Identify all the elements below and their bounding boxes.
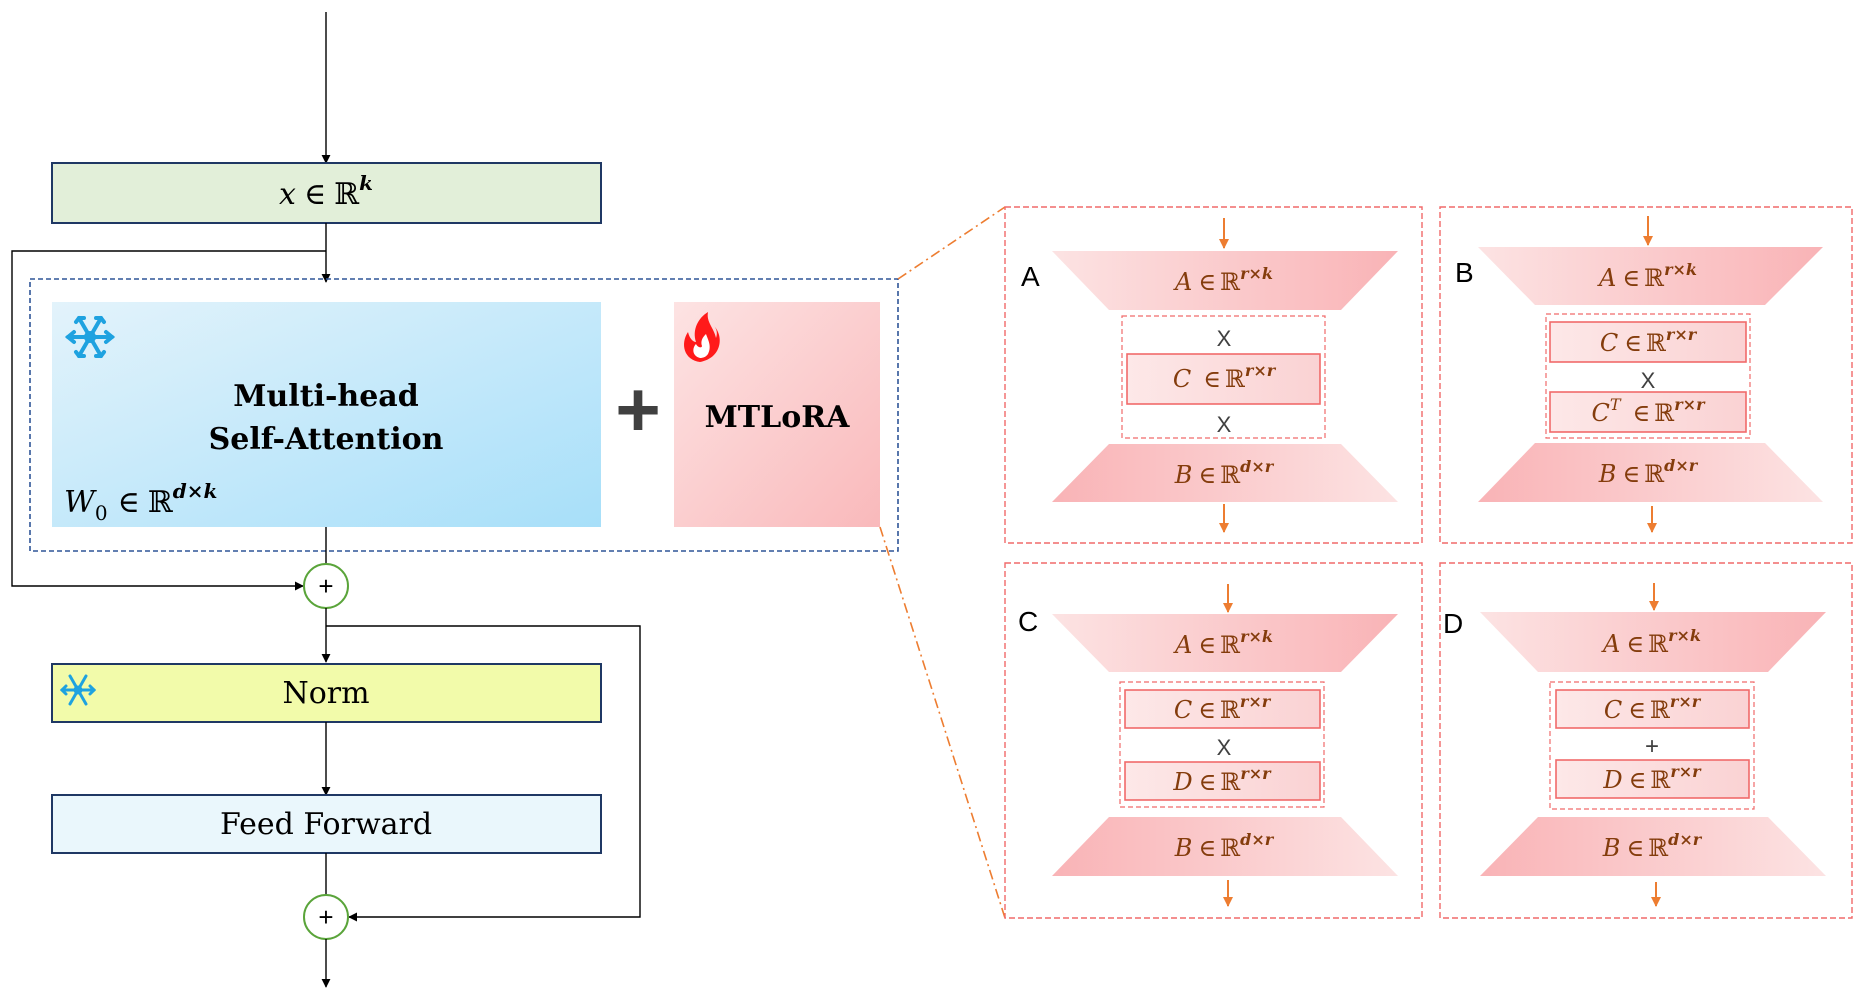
lora-c-box	[1555, 689, 1750, 729]
core-group-frame	[1545, 313, 1751, 439]
lora-a-label: A∈ℝr×k	[1173, 627, 1273, 659]
panel-letter: B	[1455, 257, 1474, 288]
lora-a-trapezoid	[1052, 614, 1398, 672]
panel-letter: A	[1021, 261, 1040, 292]
lora-d-label: D∈ℝr×r	[1172, 764, 1272, 796]
mhsa-title-line1: Multi-head	[233, 379, 418, 414]
mtlora-label: MTLoRA	[705, 400, 851, 435]
lora-a-label: A∈ℝr×k	[1173, 264, 1273, 296]
lora-a-trapezoid	[1052, 251, 1398, 310]
plus-symbol: +	[1645, 733, 1659, 760]
add-node-1-symbol: +	[318, 571, 333, 601]
panel-letter: C	[1018, 606, 1038, 637]
lora-b-label: B∈ℝd×r	[1174, 457, 1275, 489]
panel-letter: D	[1443, 608, 1463, 639]
add-lora-plus: +	[615, 365, 661, 453]
lora-c-label: C∈ℝr×r	[1600, 325, 1698, 357]
flame-icon	[684, 312, 720, 362]
norm-box	[51, 663, 602, 723]
lora-c-box	[1124, 689, 1321, 729]
core-group-frame	[1549, 681, 1755, 810]
core-group-frame	[1119, 681, 1325, 808]
snowflake-icon	[59, 674, 97, 706]
mhsa-box	[52, 302, 601, 527]
lora-a-trapezoid	[1480, 612, 1826, 672]
lora-b-trapezoid	[1052, 444, 1398, 502]
mult-symbol: X	[1641, 368, 1656, 393]
lora-b-trapezoid	[1478, 443, 1823, 502]
variant-panel-a: A A∈ℝr×k X C∈ℝr×r X B∈ℝd×r	[1004, 206, 1423, 544]
mhsa-weight-label: W0∈ℝd×k	[64, 479, 217, 525]
lora-ct-box	[1549, 391, 1747, 433]
lora-b-trapezoid	[1052, 817, 1398, 876]
lora-a-trapezoid	[1478, 247, 1823, 305]
lora-c-box	[1126, 353, 1321, 405]
lora-b-trapezoid	[1480, 817, 1826, 876]
lora-b-label: B∈ℝd×r	[1602, 830, 1703, 862]
add-node-2-symbol: +	[318, 902, 333, 932]
variant-panel-d: D A∈ℝr×k C∈ℝr×r + D∈ℝr×r B∈ℝd×r	[1439, 562, 1853, 919]
lora-d-box	[1124, 761, 1321, 801]
input-box-label: x∈ℝk	[279, 171, 373, 212]
lora-b-label: B∈ℝd×r	[1174, 830, 1275, 862]
mult-symbol: X	[1217, 735, 1232, 760]
attention-lora-frame	[29, 278, 899, 552]
feed-forward-label: Feed Forward	[220, 807, 432, 842]
core-group-frame	[1121, 315, 1326, 439]
lora-b-label: B∈ℝd×r	[1598, 456, 1699, 488]
norm-label: Norm	[282, 676, 369, 711]
input-box	[51, 162, 602, 224]
lora-a-label: A∈ℝr×k	[1601, 626, 1701, 658]
snowflake-icon	[64, 316, 116, 358]
lora-c-label: C∈ℝr×r	[1173, 361, 1277, 393]
lora-d-box	[1555, 759, 1750, 799]
mult-symbol-bottom: X	[1217, 412, 1232, 437]
lora-d-label: D∈ℝr×r	[1602, 762, 1702, 794]
lora-c-label: C∈ℝr×r	[1174, 692, 1272, 724]
zoom-line-bottom	[879, 526, 1006, 919]
zoom-line-top	[897, 206, 1006, 280]
feed-forward-box	[51, 794, 602, 854]
lora-c-box	[1549, 321, 1747, 363]
mhsa-title-line2: Self-Attention	[209, 422, 444, 457]
variant-panel-b: B A∈ℝr×k C∈ℝr×r X CT∈ℝr×r B∈ℝd×r	[1439, 206, 1853, 544]
lora-c-label: C∈ℝr×r	[1604, 692, 1702, 724]
lora-ct-label: CT∈ℝr×r	[1591, 395, 1706, 427]
mult-symbol-top: X	[1217, 326, 1232, 351]
residual-skip-2	[326, 625, 641, 922]
residual-skip-1	[11, 250, 326, 591]
variant-panel-c: C A∈ℝr×k C∈ℝr×r X D∈ℝr×r B∈ℝd×r	[1004, 562, 1423, 919]
lora-a-label: A∈ℝr×k	[1597, 260, 1697, 292]
